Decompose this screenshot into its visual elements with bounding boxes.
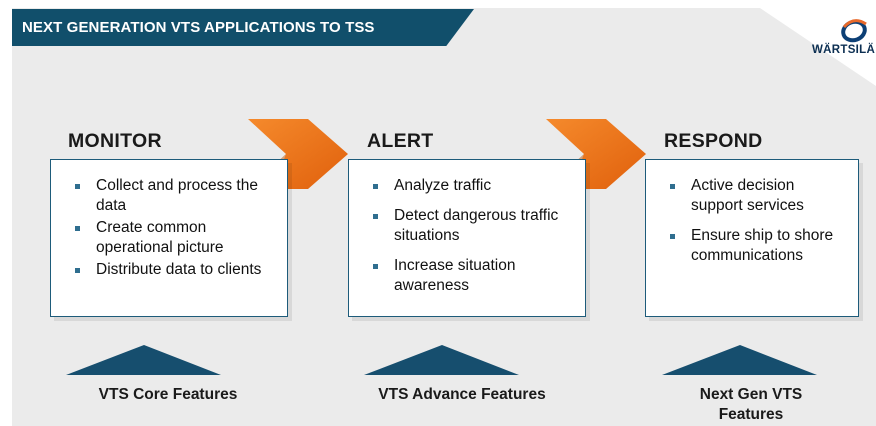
- list-item: Create common operational picture: [75, 218, 277, 258]
- respond-list: Active decision support services Ensure …: [646, 160, 858, 266]
- monitor-heading: MONITOR: [68, 130, 162, 152]
- advance-features-label: VTS Advance Features: [378, 386, 546, 403]
- alert-card: Analyze traffic Detect dangerous traffic…: [348, 159, 586, 317]
- next-gen-features-label: Next Gen VTS Features: [699, 386, 803, 423]
- list-item: Collect and process the data: [75, 176, 277, 216]
- monitor-card: Collect and process the data Create comm…: [50, 159, 288, 317]
- list-item: Ensure ship to shore communications: [670, 226, 848, 266]
- list-item: Distribute data to clients: [75, 260, 277, 280]
- respond-heading: RESPOND: [664, 130, 763, 152]
- list-item: Analyze traffic: [373, 176, 575, 196]
- monitor-list: Collect and process the data Create comm…: [51, 160, 287, 280]
- feature-triangle-icon: [364, 345, 519, 375]
- core-features-label: VTS Core Features: [98, 386, 238, 403]
- feature-triangle-icon: [66, 345, 221, 375]
- alert-heading: ALERT: [367, 130, 434, 152]
- list-item: Active decision support services: [670, 176, 848, 216]
- list-item: Increase situation awareness: [373, 256, 575, 296]
- wartsila-logo-text: WÄRTSILÄ: [812, 44, 876, 56]
- wartsila-logo-icon: [841, 19, 867, 43]
- list-item: Detect dangerous traffic situations: [373, 206, 575, 246]
- feature-triangle-icon: [662, 345, 817, 375]
- respond-card: Active decision support services Ensure …: [645, 159, 859, 317]
- slide-title: NEXT GENERATION VTS APPLICATIONS TO TSS: [12, 9, 474, 46]
- wartsila-logo: WÄRTSILÄ: [812, 18, 876, 62]
- alert-list: Analyze traffic Detect dangerous traffic…: [349, 160, 585, 296]
